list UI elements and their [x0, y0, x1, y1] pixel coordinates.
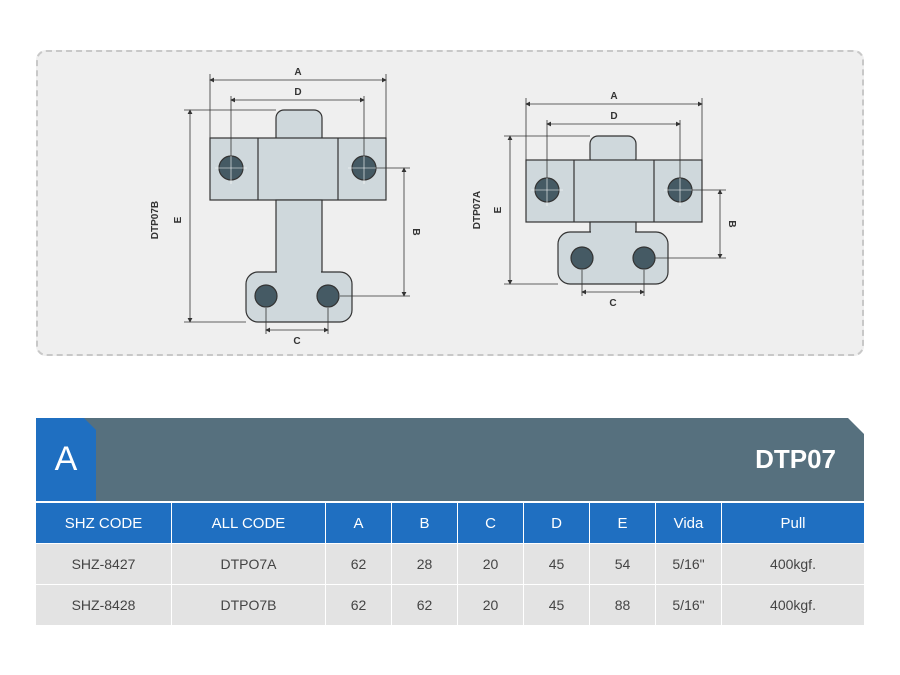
dim-label-e: E: [173, 216, 184, 223]
column-header-b: B: [392, 503, 458, 543]
part-label-dtp07a: DTP07A: [472, 191, 483, 229]
dim-label-c: C: [609, 298, 616, 309]
cell-pull: 400kgf.: [722, 584, 864, 625]
hole-icon: [570, 246, 594, 270]
dim-label-c: C: [293, 336, 300, 347]
dim-c-b: C: [265, 308, 329, 347]
dim-label-d: D: [294, 87, 301, 98]
cell-shz-code: SHZ-8428: [36, 584, 172, 625]
cell-all-code: DTPO7B: [172, 584, 326, 625]
dim-label-d: D: [610, 111, 617, 122]
technical-drawing: A D E DTP07B B C: [150, 67, 737, 347]
cell-vida: 5/16": [656, 584, 722, 625]
dim-e-b: E DTP07B: [150, 109, 276, 323]
table-header-row: SHZ CODE ALL CODE A B C D E Vida Pull: [36, 503, 864, 543]
cell-c: 20: [458, 584, 524, 625]
cell-d: 45: [524, 543, 590, 584]
table-row: SHZ-8427 DTPO7A 62 28 20 45 54 5/16" 400…: [36, 543, 864, 584]
series-band: A DTP07: [36, 418, 864, 501]
column-header-all-code: ALL CODE: [172, 503, 326, 543]
dim-d-a: D: [546, 111, 681, 178]
part-dtp07a: [525, 135, 703, 285]
series-title: DTP07: [755, 444, 836, 474]
cell-e: 88: [590, 584, 656, 625]
series-letter: A: [54, 440, 78, 478]
cell-c: 20: [458, 543, 524, 584]
cell-b: 62: [392, 584, 458, 625]
part-label-dtp07b: DTP07B: [150, 201, 161, 239]
cell-d: 45: [524, 584, 590, 625]
part-dtp07b: [209, 109, 387, 323]
dim-a-b: A: [209, 67, 387, 138]
dim-c-a: C: [581, 270, 645, 309]
dim-label-e: E: [493, 206, 504, 213]
hole-icon: [316, 284, 340, 308]
cell-b: 28: [392, 543, 458, 584]
dim-b-a: B: [655, 189, 737, 259]
hole-icon: [254, 284, 278, 308]
column-header-d: D: [524, 503, 590, 543]
dim-label-a: A: [610, 91, 617, 102]
cell-e: 54: [590, 543, 656, 584]
cell-a: 62: [326, 584, 392, 625]
cell-a: 62: [326, 543, 392, 584]
column-header-shz-code: SHZ CODE: [36, 503, 172, 543]
column-header-c: C: [458, 503, 524, 543]
dim-label-a: A: [294, 67, 301, 78]
specs-table: SHZ CODE ALL CODE A B C D E Vida Pull SH…: [36, 503, 864, 625]
dim-e-a: E DTP07A: [472, 135, 590, 285]
table-row: SHZ-8428 DTPO7B 62 62 20 45 88 5/16" 400…: [36, 584, 864, 625]
cell-pull: 400kgf.: [722, 543, 864, 584]
dim-a-a: A: [525, 91, 703, 160]
column-header-e: E: [590, 503, 656, 543]
dim-d-b: D: [230, 87, 365, 156]
column-header-a: A: [326, 503, 392, 543]
cell-all-code: DTPO7A: [172, 543, 326, 584]
column-header-pull: Pull: [722, 503, 864, 543]
dim-label-b: B: [410, 228, 421, 235]
column-header-vida: Vida: [656, 503, 722, 543]
cell-vida: 5/16": [656, 543, 722, 584]
dim-b-b: B: [340, 167, 421, 297]
band-shape: [36, 418, 864, 501]
dim-label-b: B: [726, 220, 737, 227]
drawing-panel: A D E DTP07B B C: [36, 50, 864, 356]
hole-icon: [632, 246, 656, 270]
cell-shz-code: SHZ-8427: [36, 543, 172, 584]
